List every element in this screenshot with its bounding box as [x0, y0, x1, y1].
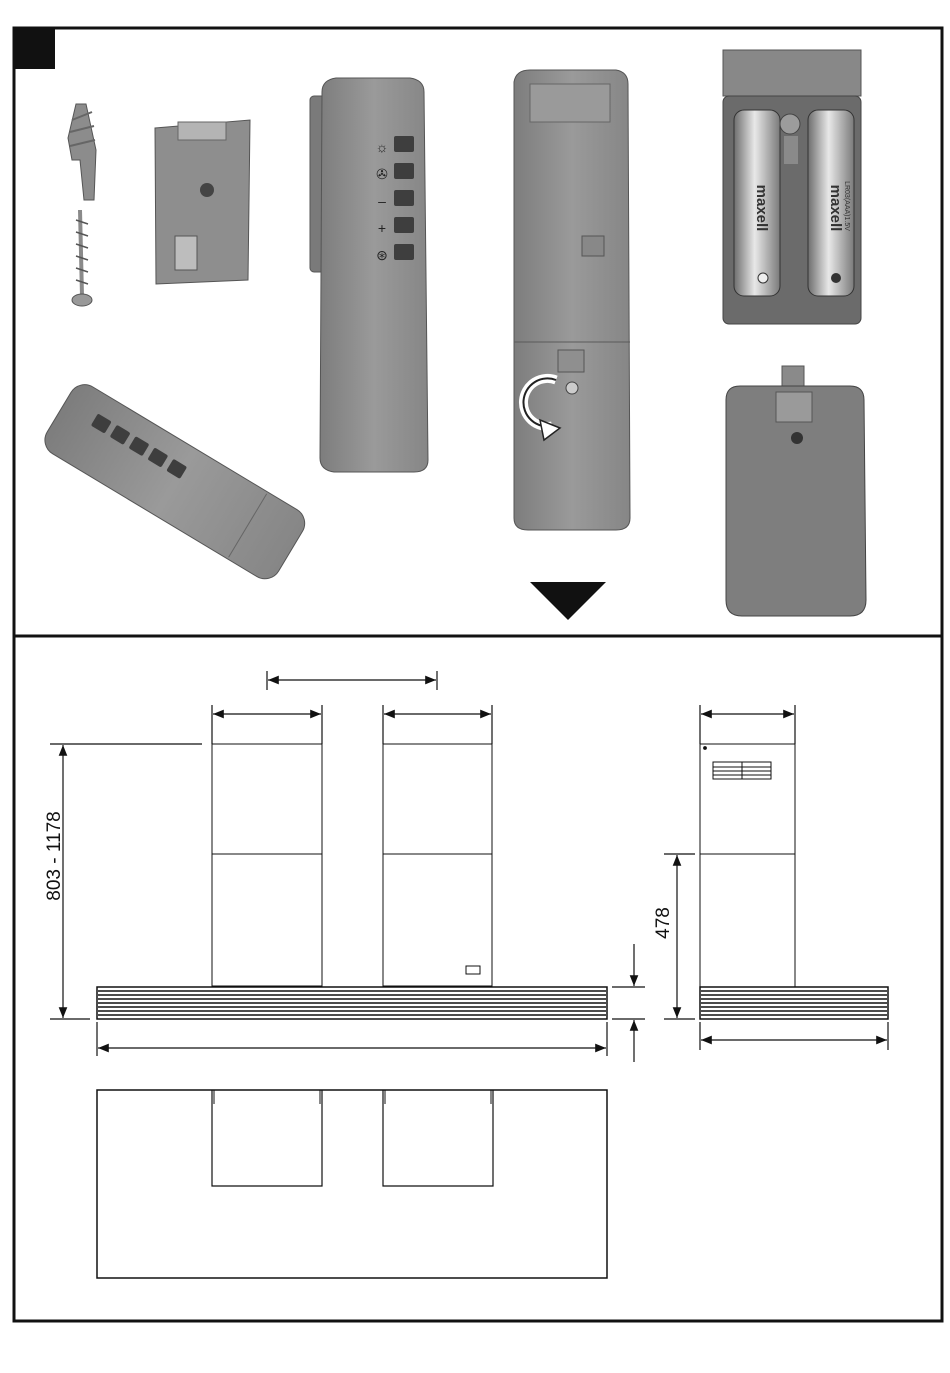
remote-back-illustration — [514, 70, 630, 530]
wall-plug-illustration — [68, 104, 96, 200]
battery-brand-label-2: maxell — [827, 185, 844, 232]
side-height-label: 478 — [653, 901, 675, 945]
battery-compartment-illustration: maxell maxell LR03(AAA)1.5V — [723, 50, 861, 324]
plus-symbol: + — [370, 215, 394, 242]
battery-type-label: LR03(AAA)1.5V — [843, 181, 850, 231]
minus-symbol: – — [370, 188, 394, 215]
technical-drawing — [50, 671, 888, 1278]
battery-brand-label-1: maxell — [753, 185, 770, 232]
remote-button-symbols: ☼ ✇ – + ⊛ — [370, 134, 394, 269]
fan-symbol: ✇ — [370, 161, 394, 188]
section-marker — [15, 29, 55, 69]
remote-front-illustration — [310, 78, 428, 472]
hood-stripes-side — [701, 991, 887, 1015]
hood-stripes-front — [98, 991, 606, 1015]
screw-illustration — [72, 210, 92, 306]
light-symbol: ☼ — [370, 134, 394, 161]
down-arrow-icon — [530, 582, 606, 620]
intensive-symbol: ⊛ — [370, 242, 394, 269]
remote-diagonal-illustration — [39, 379, 311, 585]
battery-cover-illustration — [726, 366, 866, 616]
wall-bracket-illustration — [155, 120, 250, 284]
height-range-label: 803 - 1178 — [44, 776, 66, 936]
